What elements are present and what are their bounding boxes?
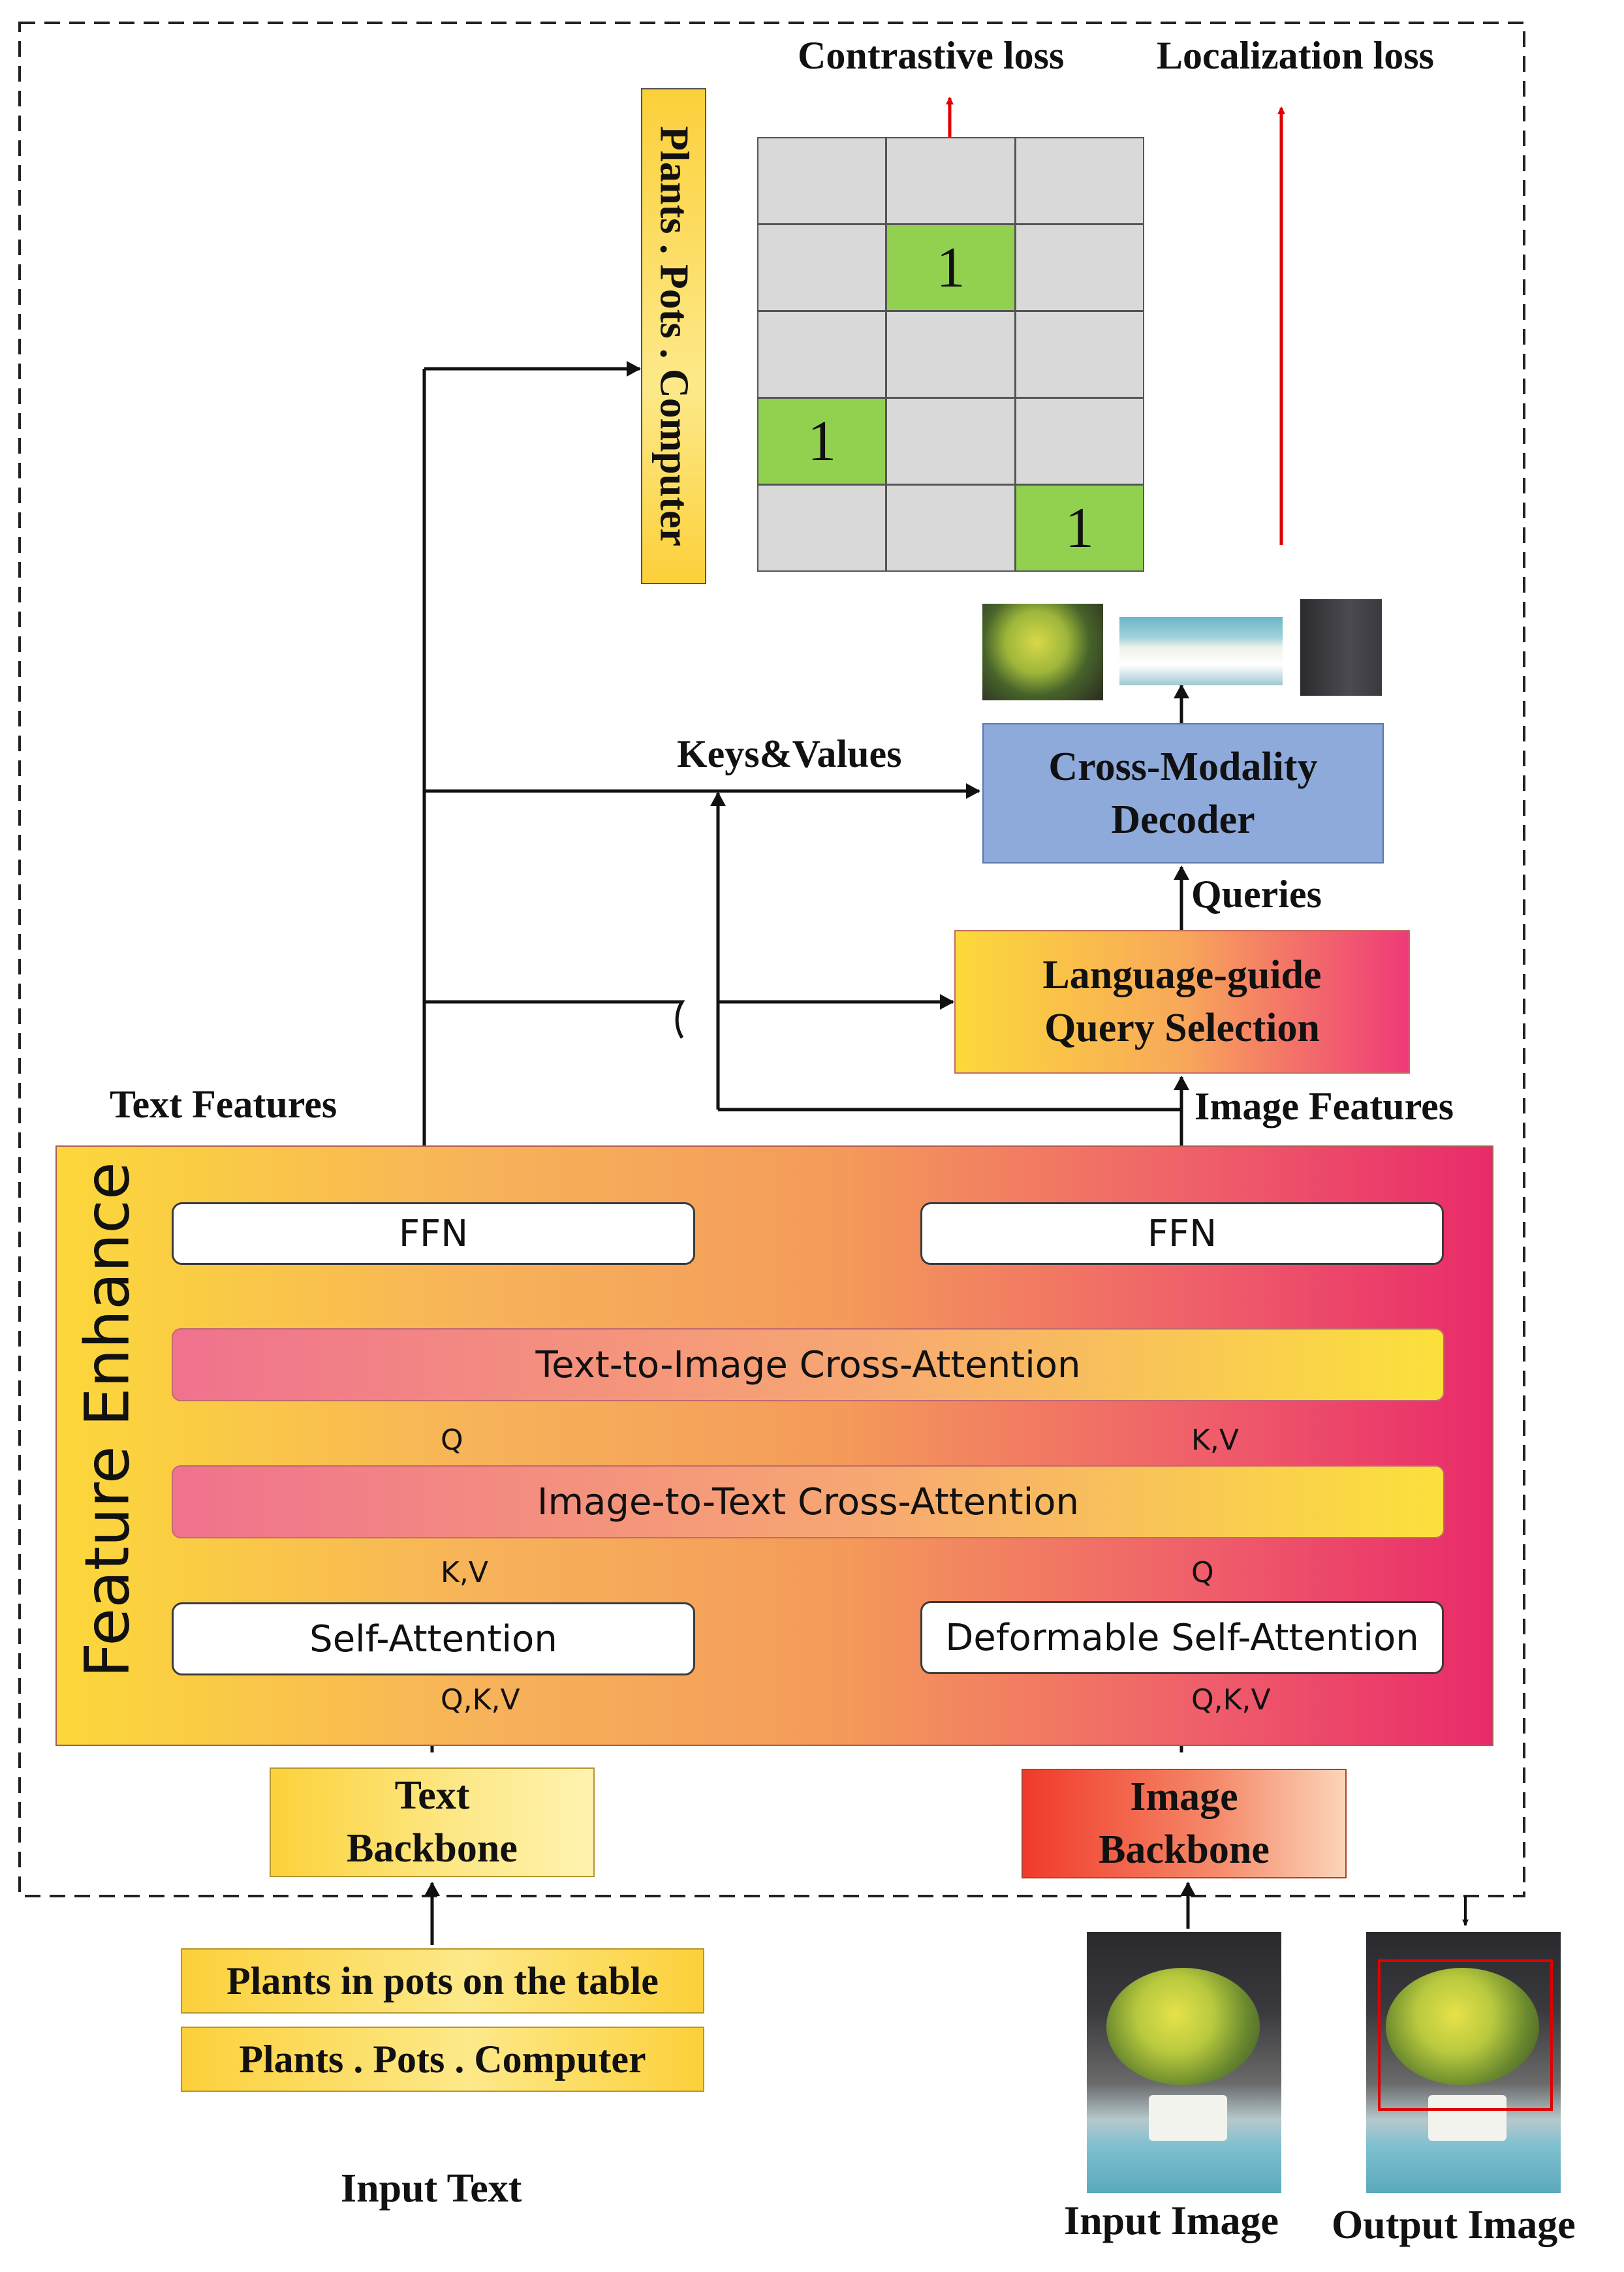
dashed-frame (18, 22, 1525, 1897)
matrix-cell: 1 (1014, 484, 1144, 572)
matrix-cell (1014, 224, 1144, 311)
language-guide-query-selection: Language-guide Query Selection (954, 930, 1410, 1074)
input-sentence-box: Plants in pots on the table (181, 1948, 704, 2014)
self-attention-box: Self-Attention (172, 1602, 695, 1675)
output-pot (1428, 2095, 1507, 2141)
output-plant-foliage (1386, 1968, 1539, 2085)
matrix-cell (757, 224, 887, 311)
input-image-label: Input Image (1064, 2199, 1279, 2243)
text-backbone-line1: Text (394, 1773, 470, 1818)
keys-values-label: Keys&Values (677, 732, 902, 775)
input-image (1087, 1932, 1281, 2193)
feature-enhance-title-wrap: Feature Enhance (59, 1162, 157, 1677)
matrix-cell (1014, 397, 1144, 485)
matrix-cell: 1 (757, 397, 887, 485)
matrix-cell (757, 484, 887, 572)
ffn-image-box: FFN (920, 1202, 1444, 1265)
image-to-text-cross-attention: Image-to-Text Cross-Attention (172, 1465, 1444, 1538)
input-pot (1149, 2095, 1227, 2141)
crop-plant-image (982, 604, 1103, 700)
matrix-cell (757, 311, 887, 398)
qkv-left-label: Q,K,V (441, 1683, 520, 1717)
input-plant-foliage (1106, 1968, 1260, 2085)
cross-modality-decoder: Cross-Modality Decoder (982, 723, 1384, 864)
matrix-cell (886, 311, 1016, 398)
matrix-cell (1014, 311, 1144, 398)
decoder-line2: Decoder (1111, 797, 1255, 842)
output-image (1366, 1932, 1561, 2193)
vertical-prompt-text: Plants . Pots . Computer (651, 125, 696, 547)
vertical-prompt-box: Plants . Pots . Computer (641, 88, 706, 584)
input-categories-box: Plants . Pots . Computer (181, 2027, 704, 2092)
matrix-cell: 1 (886, 224, 1016, 311)
q-right-label: Q (1191, 1556, 1214, 1589)
image-features-label: Image Features (1195, 1085, 1454, 1128)
text-to-query-selection (424, 1000, 685, 1039)
matrix-cell (886, 397, 1016, 485)
text-to-image-cross-attention: Text-to-Image Cross-Attention (172, 1328, 1444, 1401)
similarity-matrix: 1 1 1 (757, 137, 1144, 572)
contrastive-loss-label: Contrastive loss (798, 34, 1065, 77)
output-image-label: Output Image (1332, 2203, 1576, 2247)
query-selection-line2: Query Selection (1044, 1006, 1320, 1050)
image-backbone: Image Backbone (1022, 1769, 1347, 1878)
detection-bounding-box (1378, 1959, 1553, 2111)
crop-computer-image (1300, 599, 1382, 696)
ffn-text-box: FFN (172, 1202, 695, 1265)
decoder-line1: Cross-Modality (1048, 744, 1318, 789)
localization-loss-label: Localization loss (1157, 34, 1435, 77)
matrix-cell (1014, 137, 1144, 225)
matrix-cell (886, 137, 1016, 225)
kv-left-label: K,V (441, 1556, 488, 1589)
matrix-cell (757, 137, 887, 225)
kv-right-label: K,V (1191, 1424, 1239, 1457)
text-backbone-line2: Backbone (347, 1826, 518, 1871)
crop-pot-image (1119, 617, 1283, 685)
text-backbone: Text Backbone (270, 1767, 595, 1877)
deformable-self-attention-box: Deformable Self-Attention (920, 1601, 1444, 1674)
queries-label: Queries (1191, 873, 1322, 916)
image-backbone-line1: Image (1130, 1775, 1238, 1820)
image-backbone-line2: Backbone (1099, 1828, 1270, 1872)
matrix-cell (886, 484, 1016, 572)
query-selection-line1: Language-guide (1042, 953, 1322, 998)
feature-enhance-title: Feature Enhance (72, 1161, 144, 1678)
input-text-label: Input Text (341, 2166, 522, 2211)
q-left-label: Q (441, 1424, 463, 1457)
text-features-label: Text Features (110, 1083, 337, 1126)
qkv-right-label: Q,K,V (1191, 1683, 1271, 1717)
